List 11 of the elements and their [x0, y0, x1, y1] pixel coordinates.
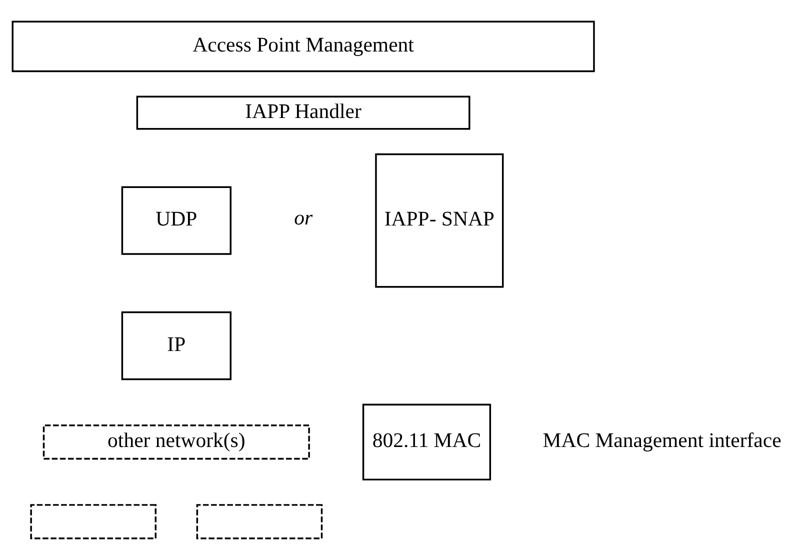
node-box: 802.11 MAC — [362, 404, 492, 480]
node-box — [196, 504, 323, 540]
node-box: IAPP- SNAP — [375, 153, 504, 288]
node-box: IP — [121, 311, 232, 380]
label: MAC Management interface — [542, 430, 782, 452]
node-box: IAPP Handler — [136, 96, 470, 130]
node-box — [30, 504, 157, 540]
label: or — [294, 208, 313, 230]
node-box: UDP — [121, 186, 232, 255]
node-box: other network(s) — [42, 424, 310, 460]
node-box: Access Point Management — [12, 20, 595, 72]
